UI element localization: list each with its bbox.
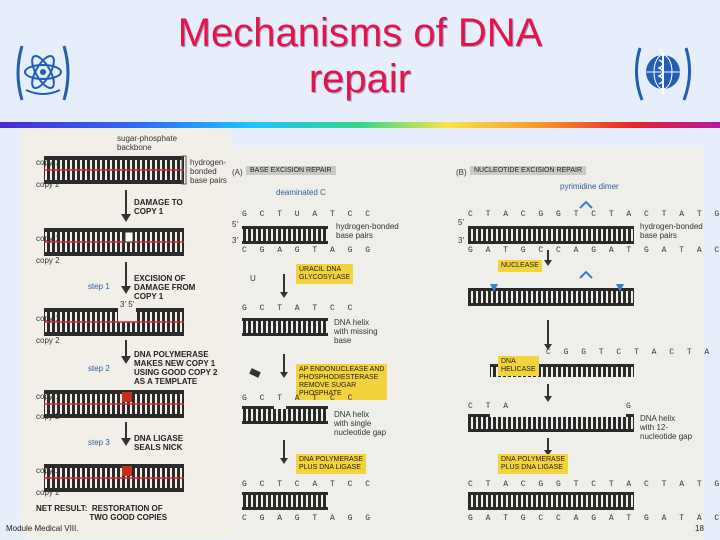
- step3-text: DNA LIGASE SEALS NICK: [134, 434, 184, 452]
- b-excised-sequence: C G G T C T A C T A T G: [546, 348, 720, 357]
- copy1-label: copy 1: [36, 158, 60, 167]
- rainbow-divider: [0, 122, 720, 128]
- footer-module-label: Module Medical VIII.: [6, 524, 79, 533]
- a-single-gap-sequence: G C T A T C C: [242, 394, 357, 403]
- damage-label: DAMAGE TO COPY 1: [134, 198, 183, 216]
- pyrimidine-dimer-label: pyrimidine dimer: [560, 182, 619, 191]
- b-bottom-sequence: G A T G C C A G A T G A T A C C: [468, 246, 720, 255]
- b-three-prime: 3': [458, 236, 464, 245]
- step2-text: DNA POLYMERASE MAKES NEW COPY 1 USING GO…: [134, 350, 218, 386]
- a-pol-ligase-box: DNA POLYMERASE PLUS DNA LIGASE: [296, 454, 367, 474]
- b-g-sequence: G: [626, 402, 635, 411]
- uracil-glycosylase-box: URACIL DNA GLYCOSYLASE: [296, 264, 354, 284]
- panel-b-tag: (B): [456, 168, 467, 177]
- nuclease-box: NUCLEASE: [498, 260, 542, 272]
- copy1-label: copy 1: [36, 392, 60, 401]
- page-number: 18: [695, 524, 704, 533]
- step1-label: step 1: [88, 282, 110, 291]
- b-final-top-sequence: C T A C G G T C T A C T A T G G: [468, 480, 720, 489]
- right-repair-figure: (A) BASE EXCISION REPAIR (B) NUCLEOTIDE …: [228, 148, 720, 540]
- missing-base-label: DNA helix with missing base: [334, 318, 378, 345]
- title-line-1: Mechanisms of DNA: [177, 11, 543, 55]
- ap-endonuclease-box: AP ENDONUCLEASE AND PHOSPHODIESTERASE RE…: [296, 364, 388, 400]
- helicase-box: DNA HELICASE: [498, 356, 539, 376]
- twelve-gap-label: DNA helix with 12- nucleotide gap: [640, 414, 693, 441]
- b-final-bottom-sequence: G A T G C C A G A T G A T A C C: [468, 514, 720, 523]
- panel-a-tag: (A): [232, 168, 243, 177]
- uracil-u-label: U: [250, 274, 256, 283]
- step3-label: step 3: [88, 438, 110, 447]
- b-cta-sequence: C T A: [468, 402, 513, 411]
- copy1-label: copy 1: [36, 234, 60, 243]
- net-result-label: NET RESULT: RESTORATION OF TWO GOOD COPI…: [36, 504, 168, 522]
- backbone-label: sugar-phosphate backbone: [117, 134, 178, 152]
- a-hbond-label: hydrogen-bonded base pairs: [336, 222, 399, 240]
- step1-text: EXCISION OF DAMAGE FROM COPY 1: [134, 274, 196, 301]
- copy2-label: copy 2: [36, 412, 60, 421]
- a-final-top-sequence: G C T C A T C C: [242, 480, 375, 489]
- panel-b-header: NUCLEOTIDE EXCISION REPAIR: [470, 166, 587, 175]
- who-logo-icon: [635, 47, 691, 101]
- right-diagram-graphics: [242, 200, 634, 510]
- copy2-label: copy 2: [36, 180, 60, 189]
- deaminated-c-label: deaminated C: [276, 188, 326, 197]
- copy2-label: copy 2: [36, 256, 60, 265]
- single-gap-label: DNA helix with single nucleotide gap: [334, 410, 387, 437]
- a-three-prime: 3': [232, 236, 238, 245]
- slide-title: Mechanisms of DNA repair: [120, 10, 600, 102]
- panel-a-header: BASE EXCISION REPAIR: [246, 166, 336, 175]
- copy1-label: copy 1: [36, 314, 60, 323]
- a-bottom-sequence: C G A G T A G G: [242, 246, 375, 255]
- a-top-sequence: G C T U A T C C: [242, 210, 375, 219]
- strand-ends-label: 3' 5': [120, 300, 135, 309]
- b-top-sequence: C T A C G G T C T A C T A T G G: [468, 210, 720, 219]
- left-repair-figure: sugar-phosphate backbone hydrogen- bonde…: [22, 128, 232, 538]
- b-hbond-label: hydrogen-bonded base pairs: [640, 222, 703, 240]
- copy2-label: copy 2: [36, 336, 60, 345]
- a-gapped-sequence: G C T A T C C: [242, 304, 357, 313]
- hbond-label: hydrogen- bonded base pairs: [190, 158, 227, 185]
- left-diagram-graphics: [44, 155, 187, 492]
- b-pol-ligase-box: DNA POLYMERASE PLUS DNA LIGASE: [498, 454, 569, 474]
- iaea-logo-icon: [16, 45, 70, 101]
- b-five-prime: 5': [458, 218, 464, 227]
- a-final-bottom-sequence: C G A G T A G G: [242, 514, 375, 523]
- title-line-2: repair: [308, 57, 412, 101]
- step2-label: step 2: [88, 364, 110, 373]
- copy1-label: copy 1: [36, 466, 60, 475]
- copy2-label: copy 2: [36, 488, 60, 497]
- a-five-prime: 5': [232, 220, 238, 229]
